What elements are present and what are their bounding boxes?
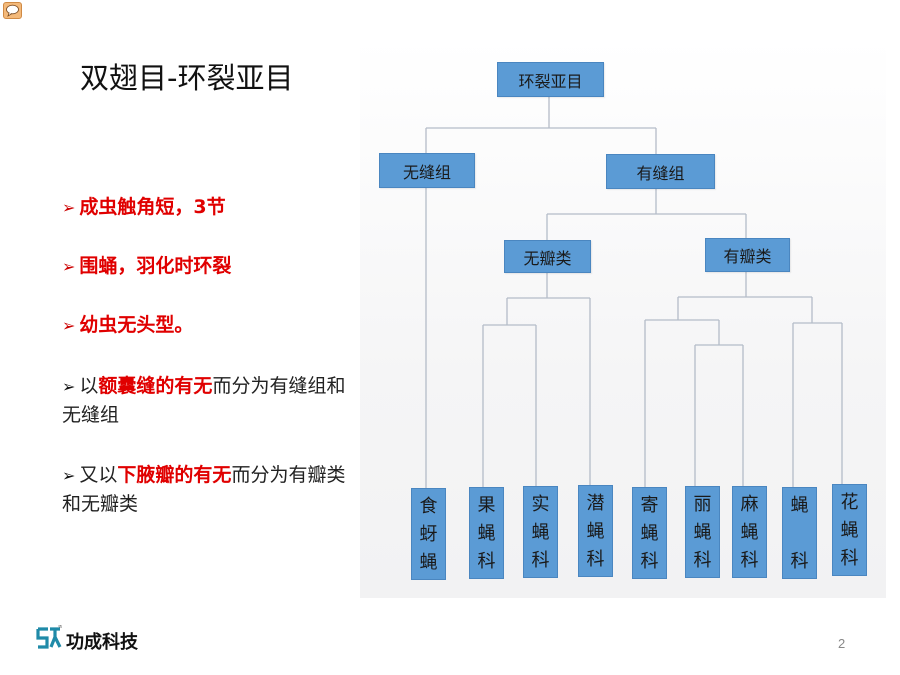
connector-lines	[425, 97, 843, 488]
family-char: 花	[840, 492, 859, 513]
bullet-text: 幼虫无头型。	[79, 314, 194, 336]
family-char: 科	[790, 551, 809, 572]
company-logo: ® 功成科技	[36, 622, 138, 654]
bullet-arrow-icon: ➢	[62, 466, 76, 485]
bullet-arrow-icon: ➢	[62, 377, 76, 396]
node-suture-group: 有缝组	[606, 154, 715, 189]
node-family: 潜蝇科	[578, 485, 613, 577]
node-family: 麻蝇科	[732, 486, 767, 578]
node-family: 果蝇科	[469, 487, 504, 579]
highlight-text: 下腋瓣的有无	[117, 464, 232, 486]
family-char: 蚜	[419, 524, 438, 545]
node-family: 花蝇科	[832, 484, 867, 576]
family-char: 蝇	[740, 522, 759, 543]
family-char: 科	[586, 549, 605, 570]
bullet-text: 以	[79, 375, 99, 397]
family-char: 科	[531, 550, 550, 571]
family-char: 食	[419, 496, 438, 517]
family-char: 麻	[740, 494, 759, 515]
family-char: 科	[640, 551, 659, 572]
page-number: 2	[838, 636, 846, 651]
bullet-item: ➢又以下腋瓣的有无而分为有瓣类和无瓣类	[62, 461, 362, 518]
family-char: 蝇	[790, 495, 809, 516]
family-char: 科	[740, 550, 759, 571]
node-family: 食蚜蝇	[411, 488, 446, 580]
bullet-text: 而分为有瓣类和无瓣类	[62, 464, 346, 515]
family-char: 寄	[640, 495, 659, 516]
SK-logo-icon: ®	[36, 623, 63, 651]
bullet-arrow-icon: ➢	[62, 198, 76, 217]
family-char: 实	[531, 494, 550, 515]
bullet-text: 而分为有缝组和无缝组	[62, 375, 346, 426]
family-char: 科	[840, 548, 859, 569]
highlight-text: 额囊缝的有无	[98, 375, 213, 397]
family-char: 蝇	[693, 522, 712, 543]
family-char: 潜	[586, 493, 605, 514]
family-char	[783, 520, 816, 548]
bullet-arrow-icon: ➢	[62, 257, 76, 276]
company-name: 功成科技	[66, 632, 138, 653]
bullet-arrow-icon: ➢	[62, 316, 76, 335]
node-calyptratae: 有瓣类	[705, 238, 790, 272]
family-char: 科	[693, 550, 712, 571]
bullet-item: ➢成虫触角短，3节	[62, 193, 362, 222]
family-char: 果	[477, 495, 496, 516]
node-acalyptratae: 无瓣类	[504, 240, 591, 273]
bullet-item: ➢以额囊缝的有无而分为有缝组和无缝组	[62, 372, 362, 429]
bullet-item: ➢围蛹，羽化时环裂	[62, 252, 362, 281]
node-root: 环裂亚目	[497, 62, 604, 97]
bullet-item: ➢幼虫无头型。	[62, 311, 362, 340]
node-family: 丽蝇科	[685, 486, 720, 578]
family-char: 蝇	[477, 523, 496, 544]
family-char: 蝇	[840, 520, 859, 541]
node-family: 实蝇科	[523, 486, 558, 578]
family-char: 蝇	[419, 552, 438, 573]
family-char: 蝇	[586, 521, 605, 542]
node-family: 蝇科	[782, 487, 817, 579]
node-no-suture-group: 无缝组	[379, 153, 475, 188]
speech-bubble-icon[interactable]	[3, 2, 22, 19]
family-char: 蝇	[531, 522, 550, 543]
bullet-text: 成虫触角短，3节	[79, 196, 226, 218]
node-family: 寄蝇科	[632, 487, 667, 579]
slide-title: 双翅目-环裂亚目	[80, 61, 294, 95]
bullet-text: 又以	[79, 464, 118, 486]
classification-diagram: 环裂亚目 无缝组 有缝组 无瓣类 有瓣类 食蚜蝇果蝇科实蝇科潜蝇科寄蝇科丽蝇科麻…	[360, 38, 886, 598]
family-char: 丽	[693, 494, 712, 515]
family-char: 蝇	[640, 523, 659, 544]
family-char: 科	[477, 551, 496, 572]
bullet-text: 围蛹，羽化时环裂	[79, 255, 232, 277]
svg-text:®: ®	[58, 625, 62, 630]
